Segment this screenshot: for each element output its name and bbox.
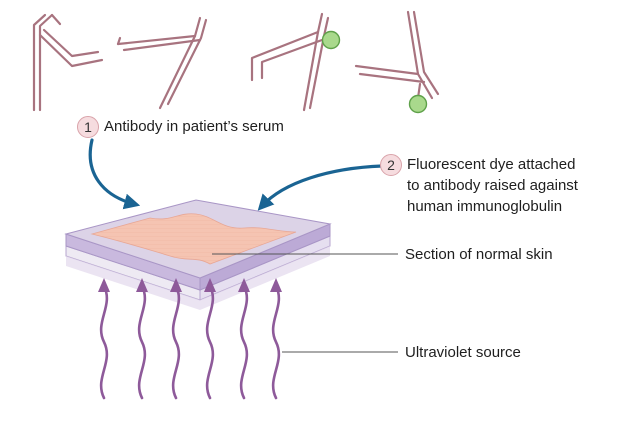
- arrow-2: [257, 164, 384, 211]
- step-1-label: Antibody in patient’s serum: [104, 118, 284, 135]
- dye-1: [321, 30, 341, 50]
- arrow-1: [88, 138, 141, 210]
- antibody-1: [32, 13, 104, 112]
- step-1-badge: 1: [77, 116, 99, 138]
- section-label: Section of normal skin: [405, 246, 553, 263]
- antibody-3: [250, 12, 334, 112]
- uv-arrowheads: [98, 278, 282, 292]
- uv-source-label: Ultraviolet source: [405, 344, 521, 361]
- step-2-label-line-3: human immunoglobulin: [407, 198, 563, 215]
- step-2-badge: 2: [380, 154, 402, 176]
- glass-slide: [64, 199, 332, 310]
- dye-2: [408, 94, 428, 114]
- step-2-label-line-2: to antibody raised against: [407, 177, 578, 194]
- uv-waves: [99, 284, 281, 400]
- step-2-label-line-1: Fluorescent dye attached: [407, 156, 576, 173]
- antibody-4: [354, 10, 440, 100]
- antibody-2: [116, 16, 208, 110]
- skin-section: [90, 213, 297, 265]
